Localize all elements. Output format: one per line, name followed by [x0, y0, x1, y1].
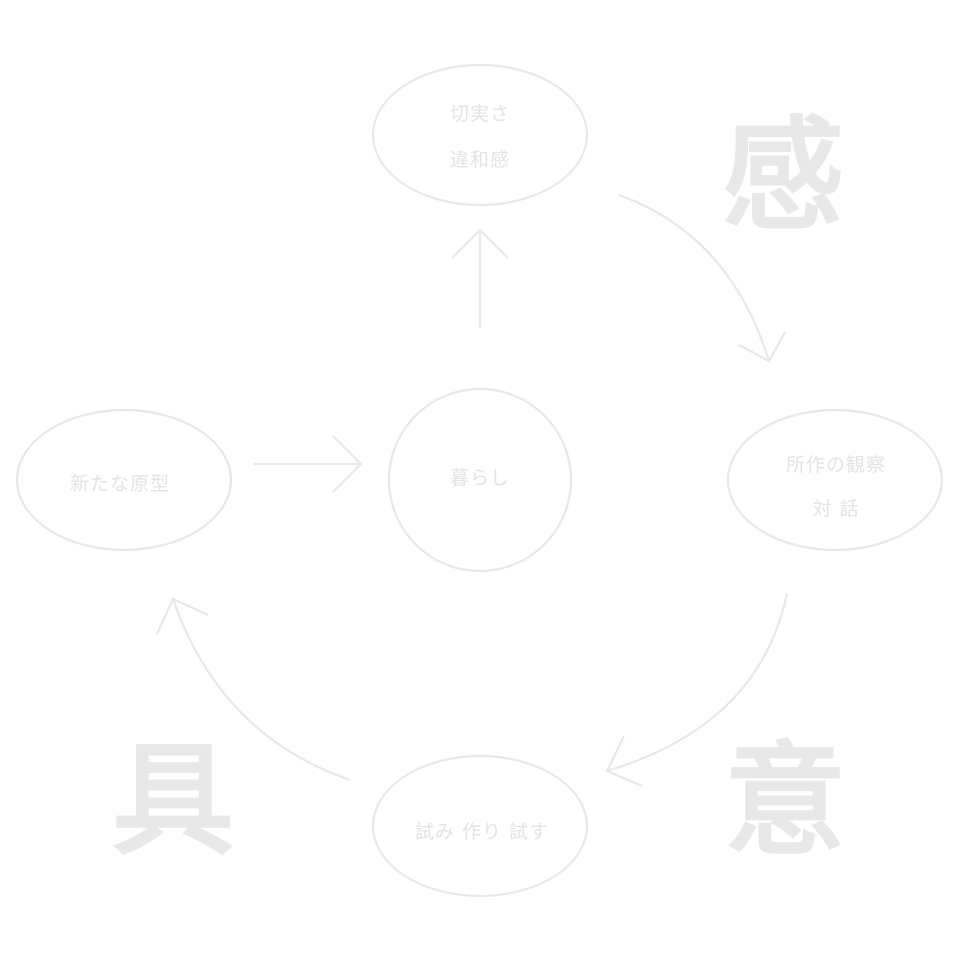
phase-label-gu: 具: [112, 730, 234, 872]
node-center-line-1: 暮らし: [450, 467, 510, 489]
arrow-right-to-bottom: [605, 592, 789, 788]
node-bottom-line-1: 試み 作り 試す: [415, 821, 549, 843]
node-center: 暮らし: [387, 387, 573, 573]
arrow-bottom-to-left: [155, 597, 351, 782]
node-bottom-shape: [371, 754, 589, 898]
node-left: 新たな原型: [15, 408, 233, 552]
arrow-top-to-right: [618, 193, 786, 363]
node-top-shape: [371, 63, 589, 207]
arrow-center-to-top: [451, 228, 509, 328]
node-right-shape: [726, 408, 944, 552]
node-left-line-1: 新たな原型: [70, 473, 170, 495]
node-right-line-1: 所作の観察: [786, 454, 886, 476]
arrow-left-to-center: [254, 435, 363, 493]
node-top-line-2: 違和感: [450, 149, 510, 171]
node-top-line-1: 切実さ: [450, 103, 510, 125]
node-right-line-2: 対 話: [812, 498, 859, 520]
node-top: 切実さ 違和感: [371, 63, 589, 207]
node-center-shape: [387, 387, 573, 573]
node-bottom: 試み 作り 試す: [371, 754, 589, 898]
node-right: 所作の観察 対 話: [726, 408, 944, 552]
phase-label-i: 意: [724, 730, 846, 872]
phase-label-kan: 感: [722, 105, 844, 247]
node-left-shape: [15, 408, 233, 552]
